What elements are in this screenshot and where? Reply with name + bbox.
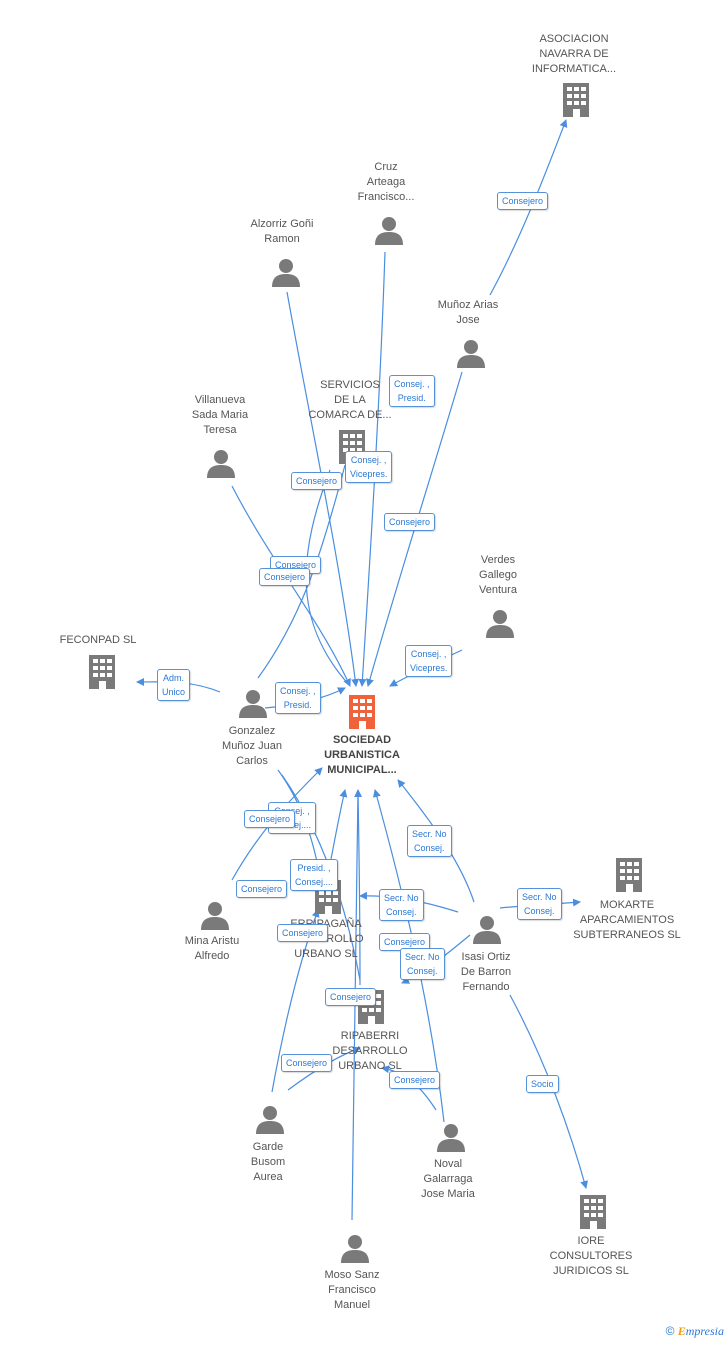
edge-villanueva-center — [231, 485, 351, 687]
villanueva-person-icon[interactable] — [207, 450, 235, 478]
noval-node-label[interactable]: Noval Galarraga Jose Maria — [421, 1158, 475, 1200]
cruz-person-icon[interactable] — [375, 217, 403, 245]
ripaberri-node-label[interactable]: RIPABERRI DESARROLLO URBANO SL — [332, 1030, 408, 1072]
asociacion-node-label[interactable]: ASOCIACION NAVARRA DE INFORMATICA... — [531, 33, 617, 75]
edge-label-consejero-munoz[interactable]: Consejero — [384, 513, 436, 531]
edge-label-adm-unico[interactable]: Adm. Unico — [157, 669, 191, 701]
isasi-person-icon[interactable] — [473, 916, 501, 944]
moso-person-icon[interactable] — [341, 1235, 369, 1263]
edge-label-secr-no-consej-isasi[interactable]: Secr. No Consej. — [407, 825, 452, 857]
mokarte-building-icon[interactable] — [616, 858, 642, 892]
footer-brand[interactable]: © Empresia — [666, 1324, 724, 1339]
iore-node-label[interactable]: IORE CONSULTORES JURIDICOS SL — [549, 1235, 633, 1277]
munoz-arias-node-label[interactable]: Muñoz Arias Jose — [437, 299, 499, 326]
cruz-node-label[interactable]: Cruz Arteaga Francisco... — [357, 161, 415, 203]
edge-label-consejero-villanueva-b[interactable]: Consejero — [259, 568, 311, 586]
edge-label-presid-consej[interactable]: Presid. , Consej.... — [290, 859, 339, 891]
mokarte-node-label[interactable]: MOKARTE APARCAMIENTOS SUBTERRANEOS SL — [573, 899, 681, 941]
iore-building-icon[interactable] — [580, 1195, 606, 1229]
alzorriz-node-label[interactable]: Alzorriz Goñi Ramon — [250, 218, 314, 245]
edge-label-consej-vicepres-servicios[interactable]: Consej. , Vicepres. — [345, 451, 393, 483]
gonzalez-person-icon[interactable] — [239, 690, 267, 718]
moso-node-label[interactable]: Moso Sanz Francisco Manuel — [324, 1269, 380, 1311]
edge-isasi-iore — [509, 994, 588, 1189]
brand-logo: Empresia — [677, 1324, 724, 1338]
edge-label-consejero-noval[interactable]: Consejero — [389, 1071, 441, 1089]
verdes-person-icon[interactable] — [486, 610, 514, 638]
villanueva-node-label[interactable]: Villanueva Sada Maria Teresa — [191, 394, 249, 436]
mina-node-label[interactable]: Mina Aristu Alfredo — [184, 935, 240, 962]
mina-person-icon[interactable] — [201, 902, 229, 930]
munoz-arias-person-icon[interactable] — [457, 340, 485, 368]
edge-ripa-center — [354, 789, 363, 986]
edge-label-consejero-asociacion[interactable]: Consejero — [497, 192, 549, 210]
gonzalez-node-label[interactable]: Gonzalez Muñoz Juan Carlos — [222, 725, 282, 767]
asociacion-building-icon[interactable] — [563, 83, 589, 117]
servicios-node-label[interactable]: SERVICIOS DE LA COMARCA DE... — [308, 379, 392, 421]
alzorriz-person-icon[interactable] — [272, 259, 300, 287]
noval-person-icon[interactable] — [437, 1124, 465, 1152]
verdes-node-label[interactable]: Verdes Gallego Ventura — [479, 554, 517, 596]
edge-label-socio[interactable]: Socio — [526, 1075, 559, 1093]
edge-label-consejero-ripaberri[interactable]: Consejero — [325, 988, 377, 1006]
edge-label-consejero-garde[interactable]: Consejero — [281, 1054, 333, 1072]
edge-label-secr-no-consej-ripaberri[interactable]: Secr. No Consej. — [400, 948, 445, 980]
center-node-label[interactable]: SOCIEDAD URBANISTICA MUNICIPAL... — [324, 734, 400, 776]
isasi-node-label[interactable]: Isasi Ortiz De Barron Fernando — [460, 951, 512, 993]
feconpad-building-icon[interactable] — [89, 655, 115, 689]
edge-label-consejero-alzorriz[interactable]: Consejero — [291, 472, 343, 490]
edge-label-secr-no-consej-erripagana[interactable]: Secr. No Consej. — [379, 889, 424, 921]
feconpad-node-label[interactable]: FECONPAD SL — [59, 634, 137, 646]
edge-label-consej-presid-gonzalez[interactable]: Consej. , Presid. — [275, 682, 321, 714]
edge-label-consejero-gonzalez[interactable]: Consejero — [244, 810, 296, 828]
edge-label-consejero-erripagana[interactable]: Consejero — [277, 924, 329, 942]
edge-label-consej-vicepres-verdes[interactable]: Consej. , Vicepres. — [405, 645, 453, 677]
edge-munoz-center — [366, 371, 463, 687]
garde-person-icon[interactable] — [256, 1106, 284, 1134]
copyright-icon: © — [665, 1324, 675, 1338]
garde-node-label[interactable]: Garde Busom Aurea — [250, 1141, 286, 1183]
edge-label-consej-presid-cruz[interactable]: Consej. , Presid. — [389, 375, 435, 407]
edge-servicios-center-b — [305, 469, 351, 687]
edge-label-secr-no-consej-mokarte[interactable]: Secr. No Consej. — [517, 888, 562, 920]
edge-label-consejero-mina[interactable]: Consejero — [236, 880, 288, 898]
center-building-icon[interactable] — [349, 695, 375, 729]
